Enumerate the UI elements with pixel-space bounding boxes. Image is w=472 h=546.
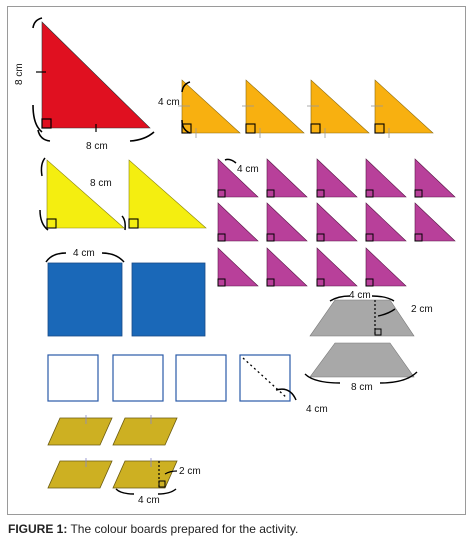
right-angle-mark [310,123,321,134]
right-angle-mark [365,189,374,198]
purple-triangle [365,247,407,287]
right-angle-mark [158,480,166,488]
blue-square-side-label: 4 cm [73,248,95,259]
trapezoid-bottom-bracket [304,371,418,384]
right-angle-mark [266,278,275,287]
purple-triangles [217,158,456,287]
white-square-diag-label: 4 cm [306,404,328,415]
red-triangle [41,21,151,129]
olive-parallelogram [112,417,178,446]
right-angle-mark [128,218,139,229]
right-angle-mark [41,118,52,129]
trapezoid-top-bracket [329,295,395,302]
purple-triangle [365,158,407,198]
right-angle-mark [365,278,374,287]
parallelogram-base-bracket [115,488,177,495]
figure-caption: FIGURE 1: The colour boards prepared for… [8,522,298,536]
right-angle-mark [217,233,226,242]
orange-triangle [374,79,434,134]
trapezoid-height-pointer [377,308,396,317]
right-angle-mark [316,278,325,287]
purple-triangle [316,247,358,287]
orange-triangle [310,79,370,134]
olive-parallelogram [112,460,178,489]
base-bracket [37,129,155,142]
white-square [112,354,164,402]
purple-bracket [224,158,237,164]
caption-text: The colour boards prepared for the activ… [67,522,299,536]
purple-triangle [414,158,456,198]
blue-square [131,262,206,337]
figure-frame [7,6,466,515]
yellow-triangle-hyp-label: 8 cm [90,178,112,189]
white-square [47,354,99,402]
trapezoid-height-label: 2 cm [411,304,433,315]
right-angle-mark [266,233,275,242]
orange-triangle-side-label: 4 cm [158,97,180,108]
purple-triangle [266,202,308,242]
purple-triangle [316,158,358,198]
purple-triangle [266,158,308,198]
yellow-triangle [46,159,125,229]
grey-trapezoid [309,299,415,337]
purple-triangle [316,202,358,242]
purple-triangle [217,247,259,287]
olive-parallelograms [47,415,178,489]
purple-triangle [414,202,456,242]
parallelogram-height-pointer [164,470,178,475]
right-angle-mark [414,189,423,198]
right-angle-mark [46,218,57,229]
orange-triangle [245,79,305,134]
right-angle-mark [217,189,226,198]
yellow-bracket-2 [121,215,126,231]
right-angle-mark [316,189,325,198]
height-bracket [32,17,43,133]
yellow-triangle [128,159,207,229]
white-square-diag-bracket [275,388,297,401]
orange-side-bracket [181,81,191,134]
purple-triangle-side-label: 4 cm [237,164,259,175]
blue-square-bracket [45,252,125,263]
trapezoid-bottom-label: 8 cm [351,382,373,393]
right-angle-mark [414,233,423,242]
right-angle-mark [245,123,256,134]
parallelogram-base-label: 4 cm [138,495,160,506]
orange-triangles [178,79,434,138]
big-triangle-base-label: 8 cm [86,141,108,152]
olive-parallelogram [47,417,113,446]
right-angle-mark [181,123,192,134]
right-angle-mark [374,328,382,336]
blue-square [47,262,123,337]
caption-label: FIGURE 1: [8,522,68,536]
purple-triangle [217,202,259,242]
purple-triangle [365,202,407,242]
purple-triangle [266,247,308,287]
big-triangle-height-label: 8 cm [14,63,25,85]
yellow-bracket [39,157,49,231]
right-angle-mark [217,278,226,287]
olive-parallelogram [47,460,113,489]
right-angle-mark [374,123,385,134]
right-angle-mark [316,233,325,242]
white-square [239,354,291,402]
white-square [175,354,227,402]
right-angle-mark [266,189,275,198]
right-angle-mark [365,233,374,242]
grey-trapezoid [309,342,415,378]
parallelogram-height-label: 2 cm [179,466,201,477]
purple-triangle [217,158,259,198]
yellow-triangles [46,159,207,229]
trapezoid-top-label: 4 cm [349,290,371,301]
orange-triangle [181,79,241,134]
